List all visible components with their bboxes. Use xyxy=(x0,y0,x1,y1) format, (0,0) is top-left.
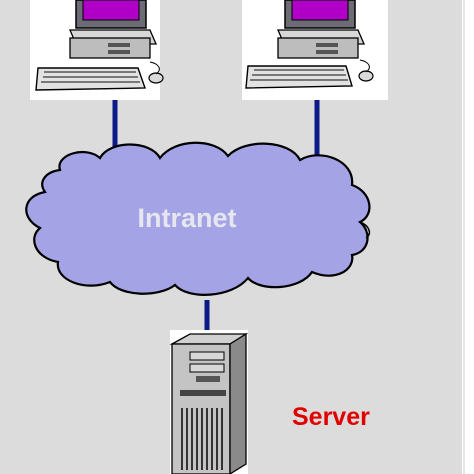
server-drive-bay-1 xyxy=(189,351,225,361)
workstation-left-mouse xyxy=(148,72,164,84)
workstation-right-monitor-screen xyxy=(291,0,349,21)
workstation-right-cpu-case xyxy=(277,37,359,59)
server-tower xyxy=(169,330,249,474)
workstation-right-mouse xyxy=(358,70,374,82)
workstation-right-drive-slot xyxy=(316,43,338,47)
workstation-left-keyboard xyxy=(35,67,146,91)
server-vent-1 xyxy=(180,390,226,396)
workstation-right xyxy=(242,0,388,100)
workstation-left-mouse-cable xyxy=(149,61,160,75)
workstation-right-keyboard-keys xyxy=(250,69,348,81)
intranet-label: Intranet xyxy=(137,203,237,233)
workstation-left-drive-slot-2 xyxy=(108,50,130,54)
server-drive-bay-2 xyxy=(189,363,225,373)
workstation-left-drive-slot xyxy=(108,43,130,47)
workstation-left xyxy=(30,0,164,100)
server-label: Server xyxy=(292,403,370,431)
workstation-left-monitor-screen xyxy=(82,0,140,21)
server-floppy-slot xyxy=(196,376,220,382)
workstation-right-mouse-cable xyxy=(359,59,370,73)
intranet-cloud xyxy=(25,141,371,296)
workstation-left-cpu-case xyxy=(69,37,151,59)
server-front-grille xyxy=(181,408,223,470)
workstation-right-keyboard xyxy=(245,65,353,89)
server-side xyxy=(229,332,247,474)
workstation-left-keyboard-keys xyxy=(41,71,140,83)
workstation-right-drive-slot-2 xyxy=(316,50,338,54)
